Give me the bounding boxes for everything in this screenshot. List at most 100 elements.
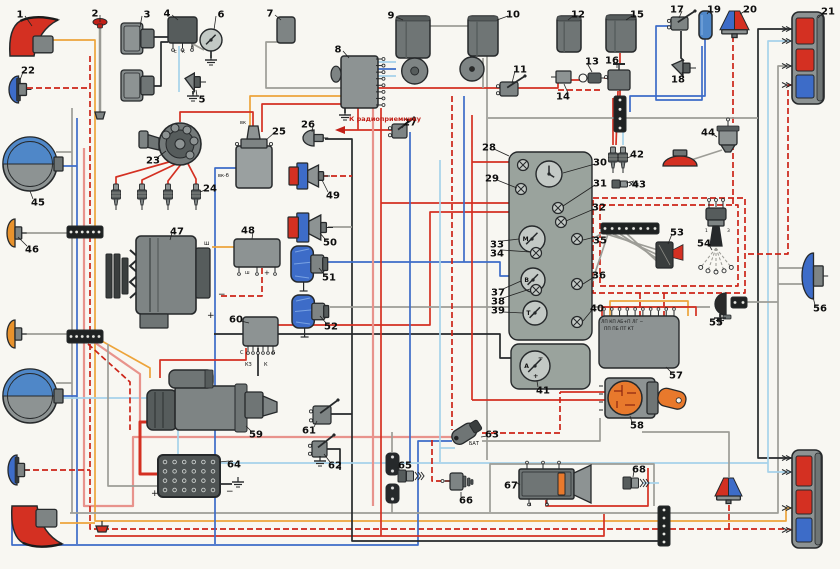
- part-label-46: 46: [25, 245, 39, 256]
- shape: [381, 103, 386, 107]
- shape: [533, 311, 537, 315]
- shape: [180, 48, 185, 52]
- shape: [317, 170, 325, 182]
- shape: [495, 84, 500, 89]
- gnd-battery: [232, 477, 244, 488]
- beacon-bottom: [714, 477, 743, 505]
- shape: [210, 459, 216, 465]
- wire-r: [185, 159, 197, 184]
- shape: [66, 329, 104, 344]
- annotation: ш: [245, 270, 250, 276]
- plug-65: [397, 469, 425, 483]
- wire-r: [167, 162, 183, 184]
- part-label-18: 18: [671, 75, 685, 86]
- shape: [547, 172, 551, 176]
- wire-r: [159, 348, 247, 378]
- shape: [165, 183, 171, 191]
- lamp-31: [551, 201, 565, 215]
- part-label-55: 55: [709, 318, 723, 329]
- shape: [708, 244, 713, 251]
- shape: [781, 505, 789, 511]
- part-label-17: 17: [670, 5, 684, 16]
- shape: [201, 459, 206, 465]
- shape: [672, 243, 684, 261]
- wire-rd: [87, 343, 131, 430]
- shape: [607, 380, 643, 416]
- wire-r: [138, 420, 162, 476]
- annotation: +: [264, 269, 270, 277]
- shape: [191, 469, 197, 474]
- part-label-32: 32: [592, 203, 606, 214]
- text: +: [533, 372, 538, 380]
- shape: [617, 226, 622, 231]
- spark-plug-24b: [137, 183, 147, 210]
- shape: [2, 136, 58, 165]
- connector-tr: [613, 95, 627, 133]
- shape: [181, 469, 187, 474]
- shape: [675, 397, 682, 404]
- regulator-48: [233, 238, 281, 276]
- gnd-6: [205, 55, 217, 66]
- spot-lamp-51: [290, 245, 329, 292]
- wire-k: [327, 448, 341, 470]
- shape: [785, 505, 793, 511]
- shape: [658, 244, 671, 266]
- annotation: ЛП КП АБ+П ЛГ −: [601, 319, 644, 325]
- shape: [501, 249, 531, 253]
- shape: [189, 136, 199, 146]
- shape: [268, 141, 273, 146]
- shape: [714, 198, 718, 202]
- tank-unit-67: [518, 460, 592, 507]
- connector-l1: [66, 225, 104, 239]
- shape: [502, 311, 524, 314]
- shape: [567, 15, 574, 21]
- shape: [162, 478, 168, 483]
- marker-lamp-bl: [10, 505, 65, 548]
- shape: [311, 125, 314, 133]
- shape: [213, 15, 217, 31]
- part-label-52: 52: [324, 322, 338, 333]
- shape: [533, 364, 537, 368]
- shape: [613, 95, 627, 133]
- shape: [716, 125, 740, 132]
- starter-59: [146, 369, 278, 433]
- shape: [255, 272, 259, 276]
- part-label-38: 38: [491, 297, 505, 308]
- wire-r: [278, 211, 509, 326]
- shape: [181, 478, 187, 483]
- shape: [171, 14, 179, 21]
- wire-rd: [220, 268, 263, 297]
- part-label-54: 54: [697, 239, 711, 250]
- annotation: −: [218, 290, 226, 300]
- lamp-32: [554, 215, 568, 229]
- shape: [307, 451, 312, 456]
- part-label-49: 49: [326, 191, 340, 202]
- part-label-58: 58: [630, 421, 644, 432]
- part-label-5: 5: [199, 95, 206, 106]
- shape: [80, 334, 85, 339]
- connector-l2: [66, 329, 104, 344]
- lamp-34: [529, 246, 543, 260]
- shape: [609, 307, 614, 311]
- lamp-44: [662, 149, 698, 167]
- resistor-14: [551, 70, 572, 84]
- temp-gauge-39: Т: [522, 300, 548, 326]
- shape: [631, 181, 636, 187]
- shape: [24, 15, 33, 27]
- shape: [381, 57, 386, 61]
- motor-9: [395, 15, 431, 85]
- shape: [732, 300, 737, 305]
- part-label-63: 63: [485, 430, 499, 441]
- wire-g: [642, 431, 730, 477]
- wire-g: [489, 463, 655, 512]
- shape: [814, 452, 822, 546]
- shape: [390, 485, 395, 491]
- shape: [531, 278, 535, 282]
- shape: [605, 14, 637, 53]
- shape: [781, 469, 789, 475]
- shape: [781, 82, 789, 88]
- connector-55: [730, 296, 748, 309]
- part-label-53: 53: [670, 228, 684, 239]
- shape: [617, 307, 622, 311]
- sensor-43: [611, 179, 639, 189]
